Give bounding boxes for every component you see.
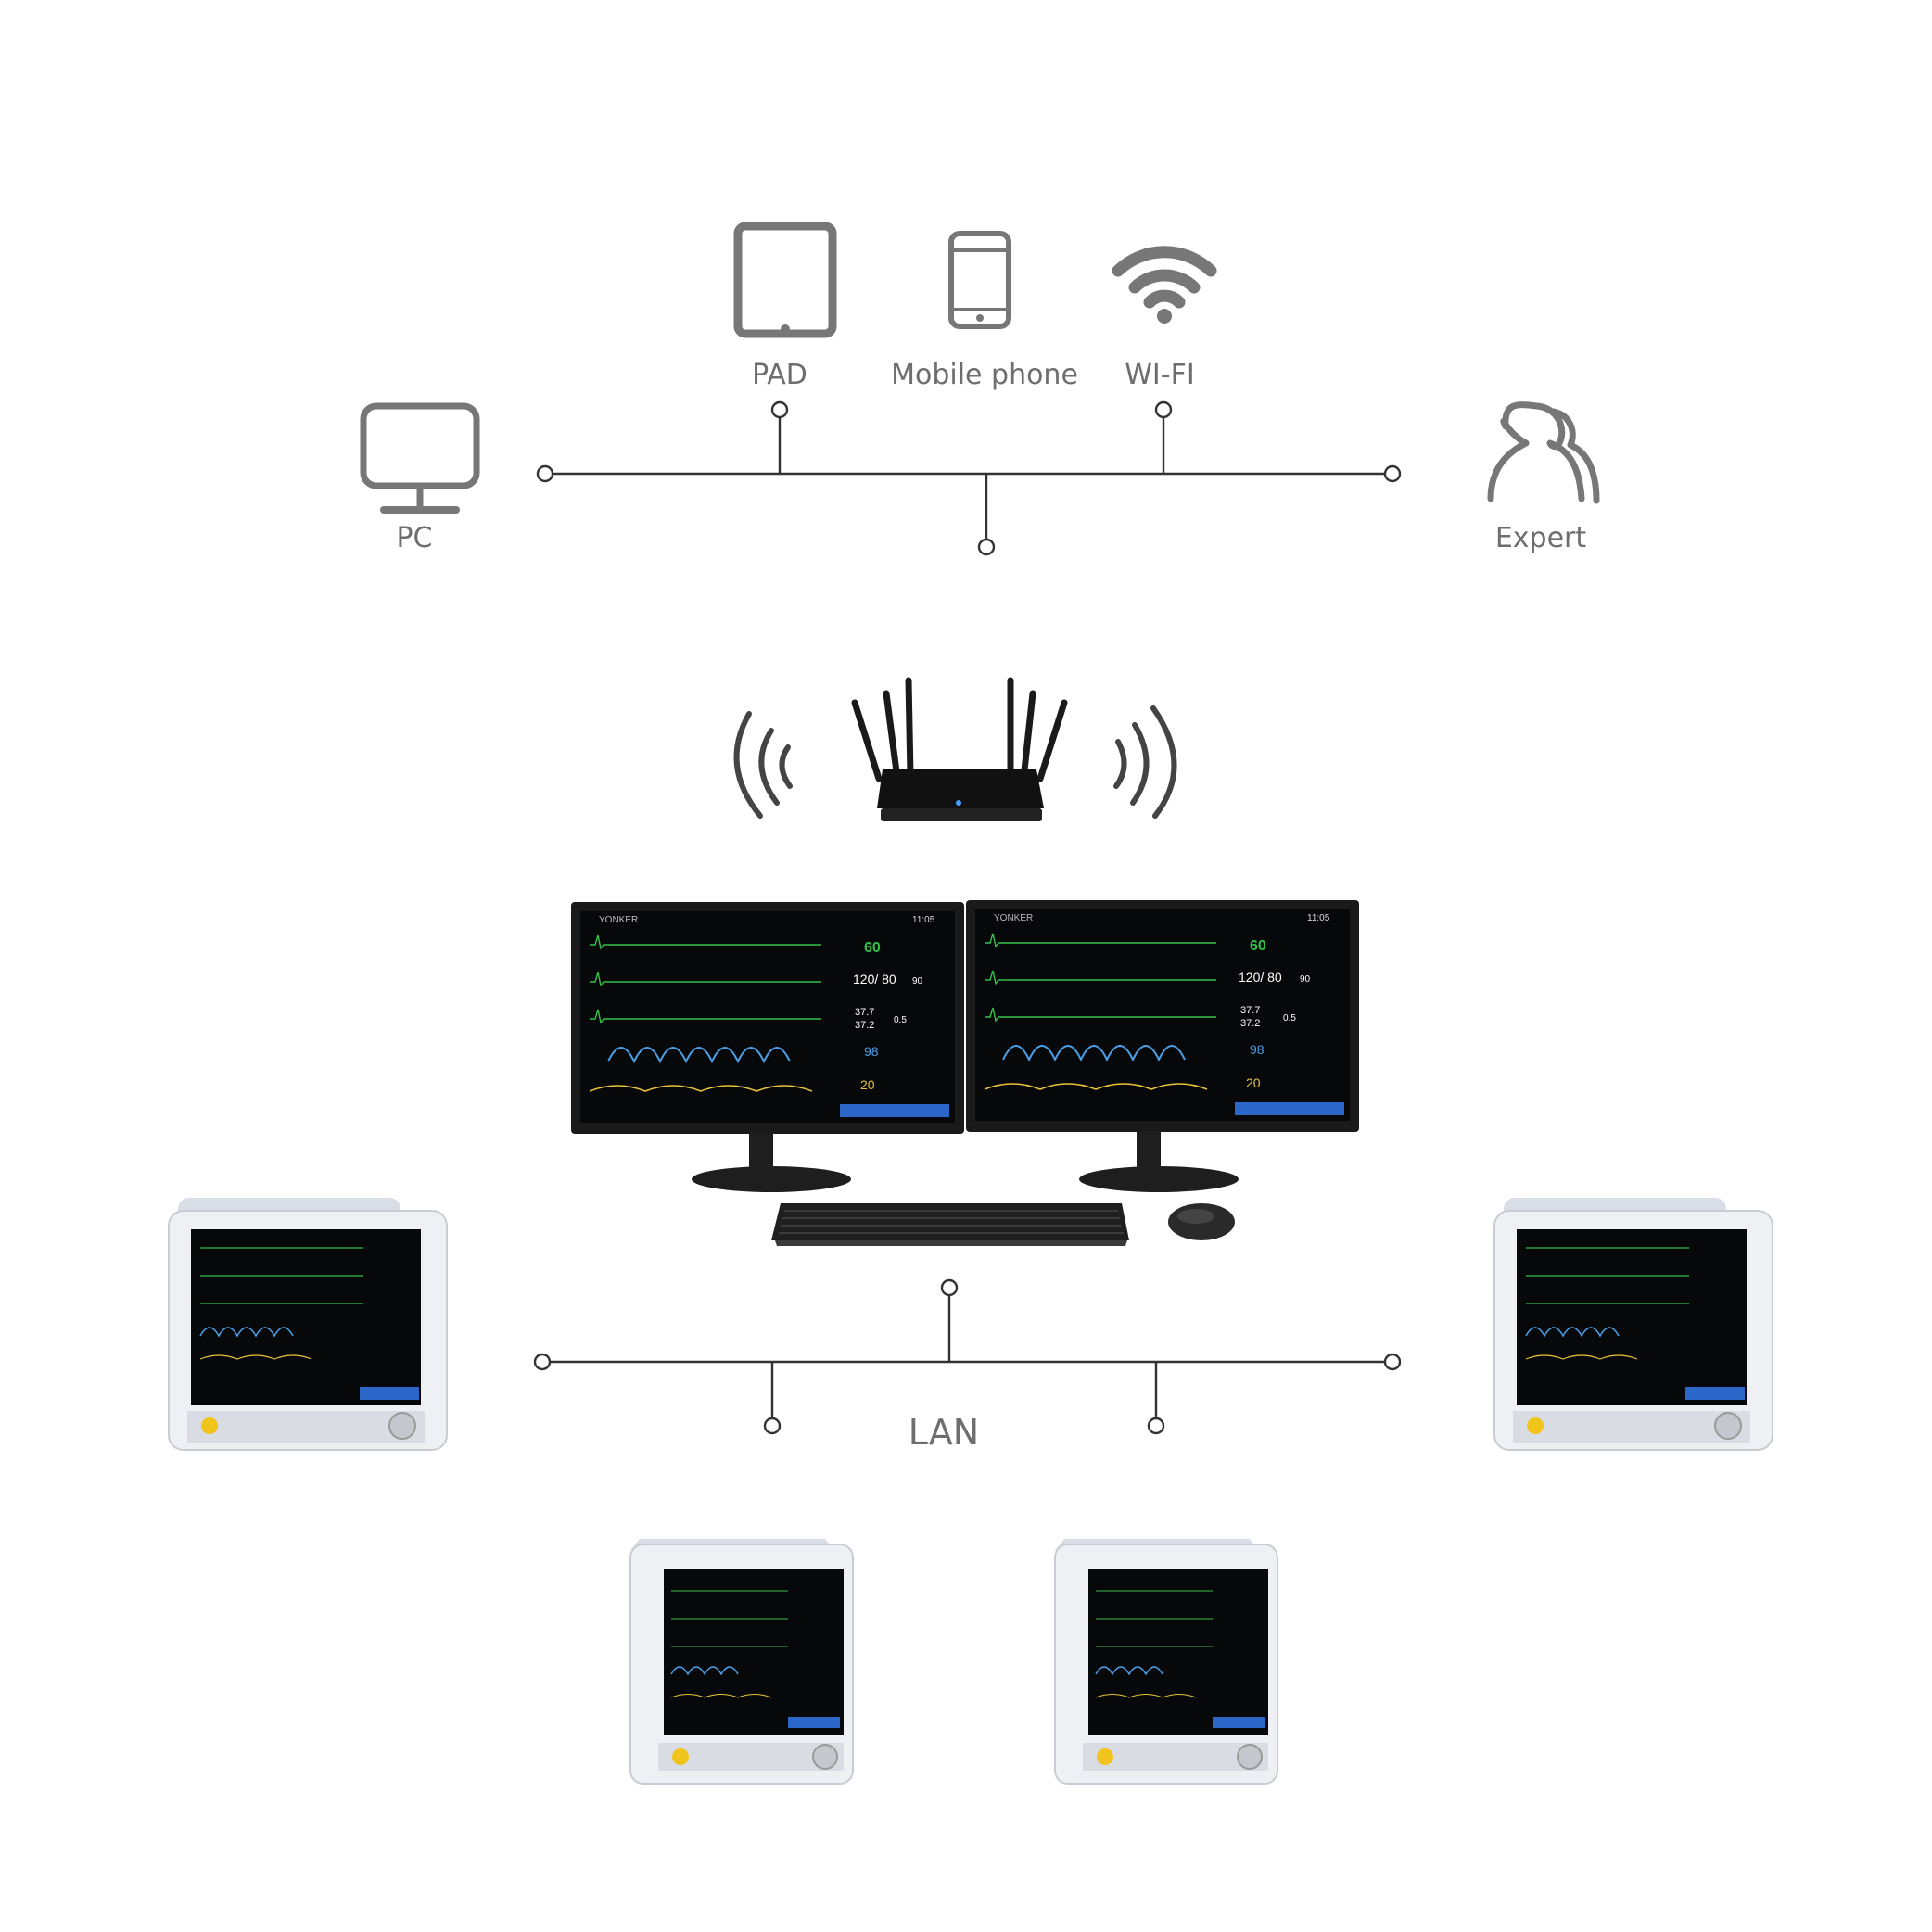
lan-bus bbox=[533, 1278, 1402, 1435]
lan-node-bottom-right bbox=[1147, 1417, 1165, 1435]
lan-node-central bbox=[940, 1278, 959, 1297]
nibp-value: 120/ 80 bbox=[1239, 970, 1282, 985]
temp1-value: 37.7 bbox=[1240, 1005, 1260, 1016]
bedside-monitor-bottom-right bbox=[1054, 1538, 1278, 1785]
temp2-value: 37.2 bbox=[1240, 1018, 1260, 1029]
wireless-bus bbox=[536, 400, 1402, 556]
hr-value: 60 bbox=[864, 940, 881, 956]
central-monitor-right: YONKER 11:05 60 120/ 80 90 37.7 37.2 0.5… bbox=[965, 899, 1360, 1133]
central-monitor-left: YONKER 11:05 60 120/ 80 90 37.7 37.2 0.5… bbox=[570, 901, 965, 1135]
router bbox=[851, 677, 1068, 821]
bedside-monitor-right bbox=[1493, 1197, 1773, 1451]
lan-node-left bbox=[533, 1353, 552, 1371]
keyboard bbox=[771, 1203, 1129, 1246]
resp-value: 20 bbox=[1246, 1075, 1261, 1090]
brand-label: YONKER bbox=[994, 913, 1033, 923]
bus-node-pad bbox=[770, 400, 789, 419]
desktop-monitor-icon bbox=[360, 402, 480, 514]
lan-node-bottom-left bbox=[763, 1417, 782, 1435]
resp-value: 20 bbox=[860, 1077, 875, 1092]
nibp-value: 120/ 80 bbox=[853, 972, 896, 986]
mouse bbox=[1168, 1203, 1235, 1240]
temp-diff-value: 0.5 bbox=[894, 1015, 907, 1025]
pc-label: PC bbox=[396, 522, 432, 554]
nibp-mean-value: 90 bbox=[912, 976, 923, 986]
bus-node-right bbox=[1383, 464, 1402, 483]
bus-node-left bbox=[536, 464, 554, 483]
pad-label: PAD bbox=[752, 359, 807, 391]
tablet-icon bbox=[733, 222, 837, 338]
signal-waves-right bbox=[1113, 705, 1177, 819]
bus-node-wifi bbox=[1154, 400, 1173, 419]
clock-label: 11:05 bbox=[1307, 913, 1330, 923]
users-icon bbox=[1487, 401, 1600, 504]
spo2-value: 98 bbox=[864, 1044, 879, 1059]
mobile-phone-label: Mobile phone bbox=[891, 359, 1078, 391]
wifi-label: WI-FI bbox=[1125, 359, 1194, 391]
hr-value: 60 bbox=[1250, 938, 1266, 954]
bus-node-router bbox=[977, 538, 996, 556]
bedside-monitor-bottom-left bbox=[629, 1538, 854, 1785]
spo2-value: 98 bbox=[1250, 1042, 1265, 1057]
temp2-value: 37.2 bbox=[855, 1020, 874, 1031]
smartphone-icon bbox=[948, 231, 1011, 329]
brand-label: YONKER bbox=[599, 915, 638, 925]
lan-node-right bbox=[1383, 1353, 1402, 1371]
clock-label: 11:05 bbox=[912, 915, 935, 925]
expert-label: Expert bbox=[1495, 522, 1587, 554]
signal-waves-left bbox=[733, 711, 793, 819]
lan-label: LAN bbox=[909, 1412, 979, 1453]
temp-diff-value: 0.5 bbox=[1283, 1013, 1296, 1023]
bedside-monitor-left bbox=[168, 1197, 448, 1451]
nibp-mean-value: 90 bbox=[1300, 974, 1311, 985]
monitor-stands bbox=[692, 1131, 1239, 1192]
temp1-value: 37.7 bbox=[855, 1007, 874, 1018]
wifi-icon bbox=[1112, 246, 1217, 324]
